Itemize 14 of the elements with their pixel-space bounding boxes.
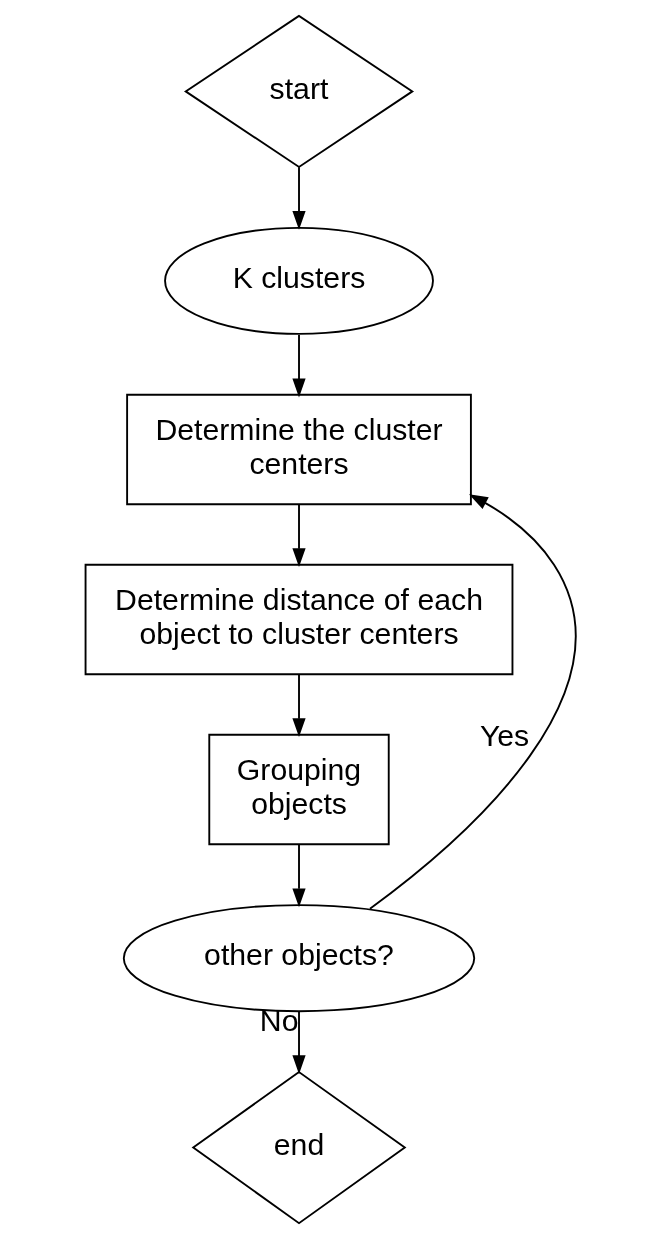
arrow: [292, 333, 306, 398]
node-diamond: start: [183, 14, 415, 169]
node-diamond: end: [191, 1070, 407, 1225]
edge-label: Yes: [479, 718, 530, 752]
arrow: [369, 494, 577, 910]
arrow: [292, 503, 306, 568]
arrow: [292, 1010, 306, 1075]
node-box: Determine the cluster centers: [126, 393, 472, 506]
arrow: [292, 166, 306, 230]
node-box: Grouping objects: [208, 733, 390, 846]
node-ellipse: K clusters: [164, 226, 434, 335]
arrow: [292, 843, 306, 908]
arrow: [292, 673, 306, 738]
node-box: Determine distance of each object to cluster centers: [84, 563, 514, 676]
